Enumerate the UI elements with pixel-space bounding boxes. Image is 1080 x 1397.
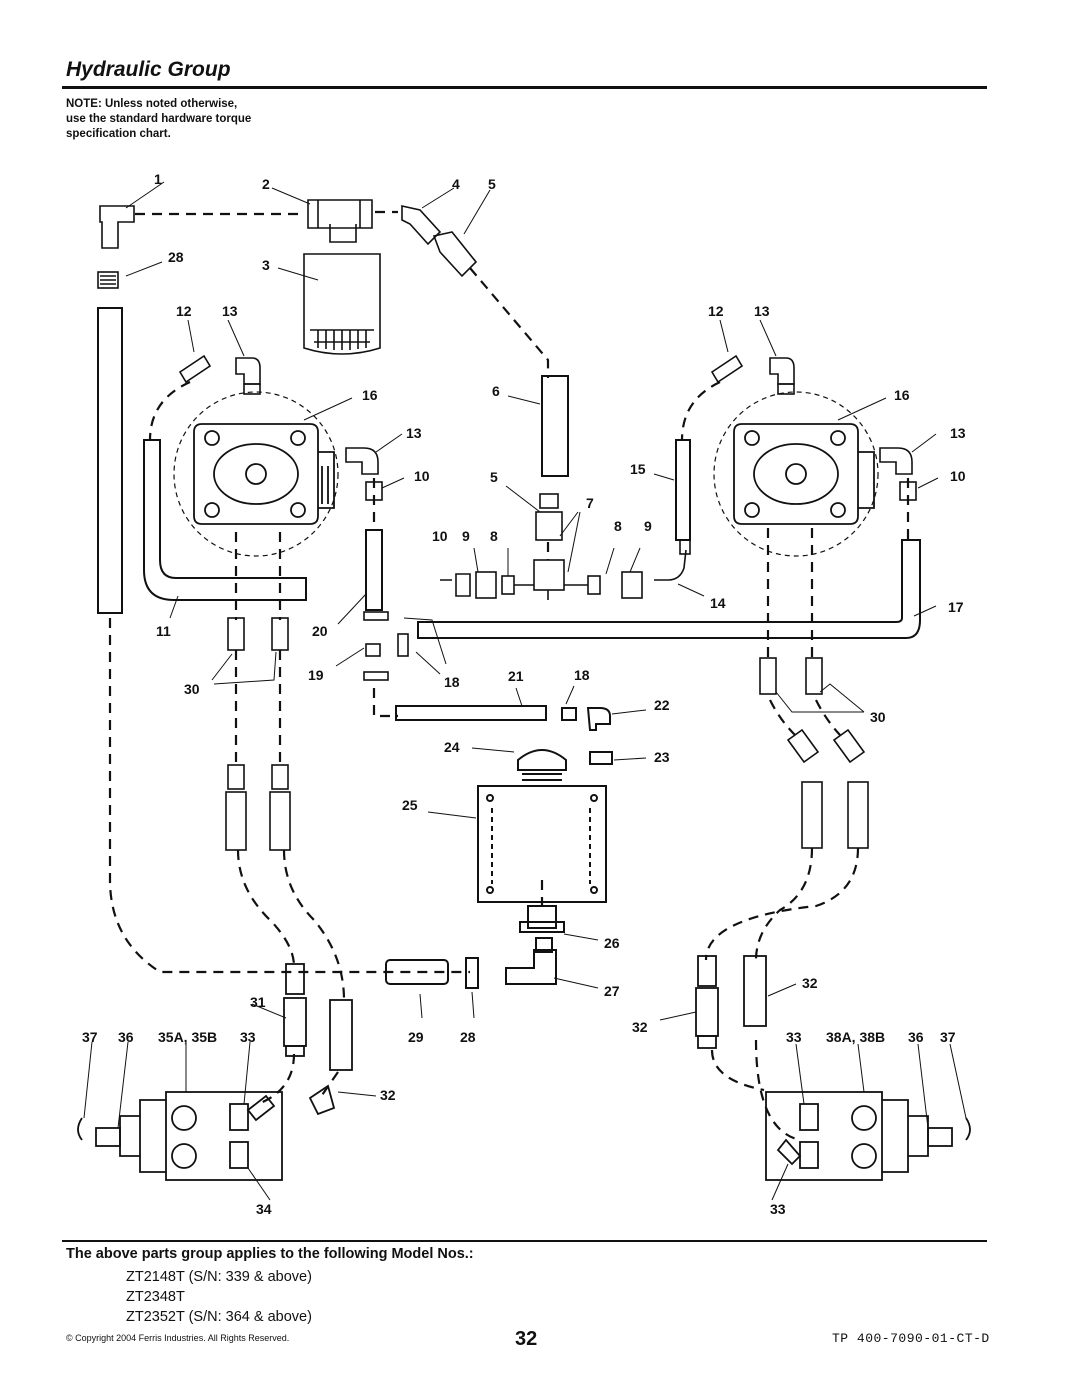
small-tee-20 [363, 611, 409, 681]
left-pump-assembly [193, 423, 335, 525]
right-pump-fittings [710, 354, 917, 849]
callout-3: 3 [262, 257, 270, 273]
callout-16: 16 [894, 387, 910, 403]
callout-28: 28 [168, 249, 184, 265]
callout-4: 4 [452, 176, 460, 192]
callout-25: 25 [402, 797, 418, 813]
callout-30: 30 [870, 709, 886, 725]
note-line: NOTE: Unless noted otherwise, [66, 98, 238, 110]
model-list: ZT2148T (S/N: 339 & above) ZT2348T ZT235… [126, 1267, 312, 1327]
model-item: ZT2348T [126, 1289, 185, 1305]
callout-9: 9 [462, 528, 470, 544]
callout-18: 18 [574, 667, 590, 683]
callout-12: 12 [708, 303, 724, 319]
callout-19: 19 [308, 667, 324, 683]
elbow-fitting-1 [99, 205, 135, 249]
note-line: use the standard hardware torque [66, 113, 252, 125]
document-code: TP 400-7090-01-CT-D [832, 1331, 990, 1346]
model-applicability-heading: The above parts group applies to the fol… [66, 1246, 474, 1262]
callout-9: 9 [644, 518, 652, 534]
callout-35a-35b: 35A, 35B [158, 1029, 217, 1045]
callout-21: 21 [508, 668, 524, 684]
callout-13: 13 [222, 303, 238, 319]
page-title: Hydraulic Group [66, 58, 231, 81]
callout-23: 23 [654, 749, 670, 765]
copyright-notice: © Copyright 2004 Ferris Industries. All … [66, 1333, 290, 1343]
callout-10: 10 [432, 528, 448, 544]
elbow-fitting-4 [401, 205, 442, 246]
callout-31: 31 [250, 994, 266, 1010]
callout-10: 10 [414, 468, 430, 484]
header-rule [62, 86, 987, 89]
footer-rule [62, 1240, 987, 1242]
torque-note: NOTE: Unless noted otherwise, use the st… [66, 97, 316, 142]
callout-17: 17 [948, 599, 964, 615]
callout-32: 32 [380, 1087, 396, 1103]
oil-filter [303, 199, 381, 355]
callout-5: 5 [488, 176, 496, 192]
callout-38a-38b: 38A, 38B [826, 1029, 885, 1045]
callout-29: 29 [408, 1029, 424, 1045]
right-pump-fan-outline [713, 391, 879, 557]
callout-26: 26 [604, 935, 620, 951]
callout-32: 32 [632, 1019, 648, 1035]
callout-13: 13 [754, 303, 770, 319]
callout-36: 36 [118, 1029, 134, 1045]
dashed-hose-paths [108, 210, 910, 1142]
callout-22: 22 [654, 697, 670, 713]
right-wheel-motor [695, 955, 971, 1181]
callout-15: 15 [630, 461, 646, 477]
callout-13: 13 [950, 425, 966, 441]
hydraulic-exploded-diagram: 1 2 4 5 28 3 12 13 12 13 6 16 16 13 13 1… [77, 171, 971, 1217]
note-line: specification chart. [66, 128, 171, 140]
callout-27: 27 [604, 983, 620, 999]
callout-5: 5 [490, 469, 498, 485]
page-number: 32 [515, 1328, 538, 1350]
callout-2: 2 [262, 176, 270, 192]
callout-33: 33 [770, 1201, 786, 1217]
callout-24: 24 [444, 739, 460, 755]
callout-34: 34 [256, 1201, 272, 1217]
callout-14: 14 [710, 595, 726, 611]
reservoir-tank [465, 707, 613, 989]
hose-clamp-28 [97, 271, 119, 289]
model-item: ZT2352T (S/N: 364 & above) [126, 1309, 312, 1325]
callout-1: 1 [154, 171, 162, 187]
left-pump-fittings [178, 354, 383, 851]
callout-20: 20 [312, 623, 328, 639]
solid-hoses [97, 307, 921, 985]
straight-fitting-5 [432, 231, 478, 278]
left-wheel-motor [77, 963, 353, 1181]
callout-37: 37 [940, 1029, 956, 1045]
callout-33: 33 [240, 1029, 256, 1045]
callout-13: 13 [406, 425, 422, 441]
callout-8: 8 [614, 518, 622, 534]
callout-6: 6 [492, 383, 500, 399]
callout-11: 11 [156, 623, 171, 639]
callout-7: 7 [586, 495, 594, 511]
callout-33: 33 [786, 1029, 802, 1045]
leader-lines [83, 181, 967, 1201]
callout-10: 10 [950, 468, 966, 484]
callout-28: 28 [460, 1029, 476, 1045]
model-item: ZT2148T (S/N: 339 & above) [126, 1269, 312, 1285]
callout-18: 18 [444, 674, 460, 690]
callout-16: 16 [362, 387, 378, 403]
callout-labels: 1 2 4 5 28 3 12 13 12 13 6 16 16 13 13 1… [82, 171, 966, 1217]
callout-37: 37 [82, 1029, 98, 1045]
callout-32: 32 [802, 975, 818, 991]
callout-30: 30 [184, 681, 200, 697]
right-pump-assembly [733, 423, 875, 525]
left-pump-fan-outline [173, 391, 339, 557]
callout-36: 36 [908, 1029, 924, 1045]
callout-12: 12 [176, 303, 192, 319]
center-tee-fittings [440, 493, 691, 600]
callout-8: 8 [490, 528, 498, 544]
